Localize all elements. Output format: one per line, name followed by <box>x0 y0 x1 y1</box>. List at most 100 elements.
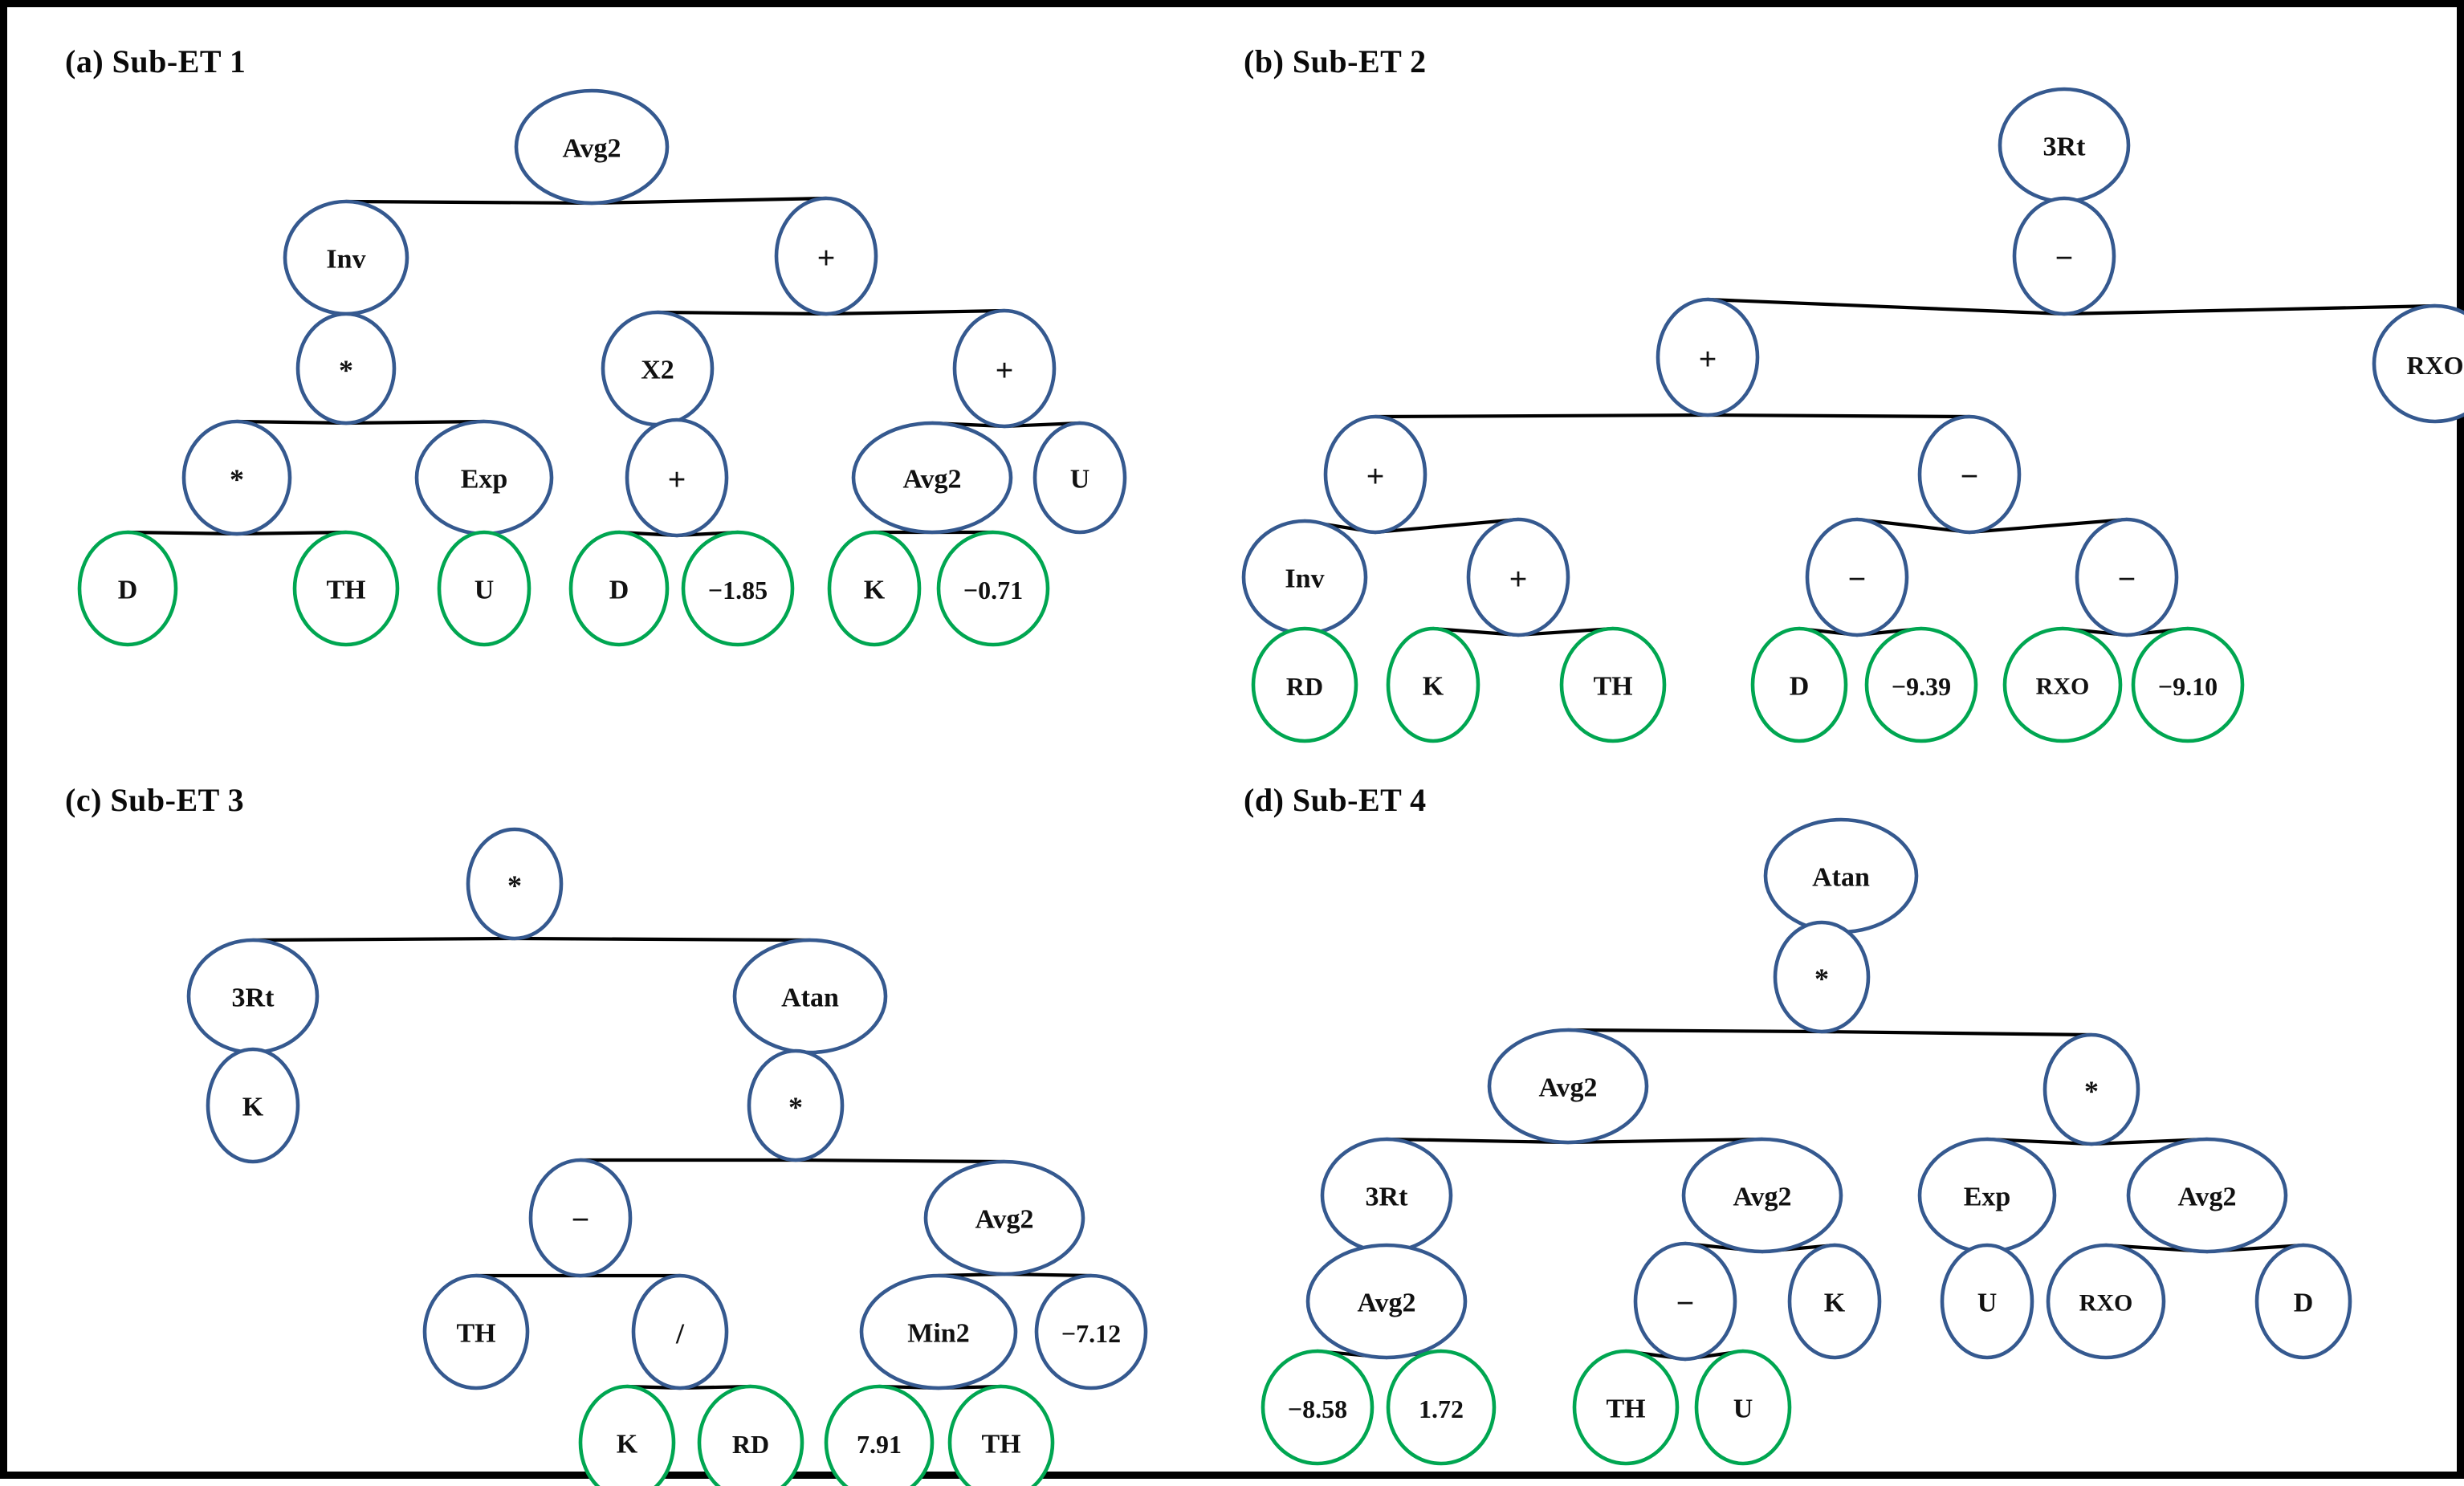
tree-node[interactable]: Atan <box>732 938 888 1055</box>
tree-node[interactable]: Avg2 <box>514 88 670 206</box>
tree-node[interactable]: Exp <box>414 419 554 536</box>
function-node-circle <box>206 1047 300 1164</box>
tree-edge <box>1705 413 1972 419</box>
tree-node[interactable]: −0.71 <box>936 530 1050 647</box>
terminal-node-circle <box>947 1384 1055 1486</box>
tree-node[interactable]: −9.10 <box>2131 626 2245 743</box>
tree-node[interactable]: * <box>181 419 292 536</box>
tree-node[interactable]: 1.72 <box>1386 1349 1497 1466</box>
terminal-node-circle <box>292 530 400 647</box>
tree-node[interactable]: D <box>1750 626 1848 743</box>
tree-edge <box>234 530 348 536</box>
function-node-circle <box>1917 414 2022 535</box>
tree-node[interactable]: U <box>437 530 531 647</box>
tree-node-label: U <box>1733 1394 1753 1424</box>
tree-node[interactable]: * <box>2042 1032 2140 1146</box>
tree-node[interactable]: 3Rt <box>1320 1137 1453 1254</box>
tree-node[interactable]: Atan <box>1763 817 1919 934</box>
tree-node[interactable]: Inv <box>283 199 409 316</box>
tree-node[interactable]: K <box>578 1384 676 1486</box>
tree-node[interactable]: U <box>1032 421 1127 535</box>
tree-node[interactable]: TH <box>422 1273 530 1390</box>
tree-node[interactable]: K <box>827 530 922 647</box>
tree-node[interactable]: −1.85 <box>681 530 795 647</box>
terminal-node-circle <box>681 530 795 647</box>
tree-node[interactable]: TH <box>1572 1349 1680 1466</box>
tree-node[interactable]: Avg2 <box>1681 1137 1843 1254</box>
tree-node[interactable]: D <box>77 530 178 647</box>
tree-node[interactable]: Min2 <box>859 1273 1018 1390</box>
tree-node[interactable]: −7.12 <box>1034 1273 1148 1390</box>
terminal-node-circle <box>827 530 922 647</box>
tree-node[interactable]: + <box>952 308 1057 429</box>
tree-node[interactable]: −8.58 <box>1261 1349 1375 1466</box>
tree-node-label: Atan <box>1812 863 1870 893</box>
tree-node[interactable]: D <box>568 530 670 647</box>
tree-node[interactable]: − <box>2012 196 2116 316</box>
tree-node[interactable]: + <box>1466 517 1570 637</box>
function-node-circle <box>923 1159 1085 1276</box>
tree-node[interactable]: U <box>1694 1349 1792 1466</box>
tree-node[interactable]: − <box>1633 1241 1737 1362</box>
panel-caption-sub-et-1: (a) Sub-ET 1 <box>65 43 246 79</box>
tree-node[interactable]: TH <box>1559 626 1667 743</box>
tree-node[interactable]: X2 <box>601 310 715 427</box>
tree-node[interactable]: − <box>1805 517 1909 637</box>
function-node-circle <box>952 308 1057 429</box>
tree-node[interactable]: TH <box>947 1384 1055 1486</box>
tree-node[interactable]: RD <box>697 1384 804 1486</box>
tree-node[interactable]: + <box>1656 297 1760 417</box>
tree-node[interactable]: Avg2 <box>851 421 1013 535</box>
tree-node[interactable]: U <box>1940 1243 2034 1360</box>
tree-node[interactable]: RD <box>1251 626 1358 743</box>
function-node-circle <box>1787 1243 1882 1360</box>
tree-node[interactable]: TH <box>292 530 400 647</box>
tree-node[interactable]: * <box>295 311 397 425</box>
tree-node[interactable]: − <box>1917 414 2022 535</box>
tree-node[interactable]: Avg2 <box>1305 1243 1468 1360</box>
tree-node[interactable]: K <box>206 1047 300 1164</box>
function-node-circle <box>2126 1137 2288 1254</box>
tree-edge <box>589 196 829 206</box>
tree-node[interactable]: * <box>747 1048 845 1162</box>
tree-node[interactable]: Exp <box>1917 1137 2057 1254</box>
tree-node[interactable]: K <box>1787 1243 1882 1360</box>
tree-node[interactable]: Avg2 <box>1487 1028 1649 1145</box>
tree-node[interactable]: 7.91 <box>824 1384 935 1486</box>
function-node-circle <box>1633 1241 1737 1362</box>
tree-node[interactable]: + <box>625 417 729 538</box>
tree-node[interactable]: RXO <box>2372 303 2464 424</box>
tree-node[interactable]: * <box>466 827 564 941</box>
tree-node[interactable]: RXO <box>2046 1243 2166 1360</box>
tree-node-label: −0.71 <box>963 576 1023 605</box>
function-node-circle <box>1466 517 1570 637</box>
tree-node-label: Avg2 <box>975 1205 1033 1235</box>
function-node-circle <box>1487 1028 1649 1145</box>
tree-node-label: −7.12 <box>1061 1319 1121 1348</box>
function-node-circle <box>1032 421 1127 535</box>
tree-node[interactable]: −9.39 <box>1864 626 1978 743</box>
terminal-node-circle <box>1559 626 1667 743</box>
tree-node[interactable]: * <box>1773 920 1871 1034</box>
tree-node-label: RD <box>1286 672 1323 701</box>
tree-node-label: + <box>817 240 836 276</box>
function-node-circle <box>2254 1243 2352 1360</box>
tree-node[interactable]: + <box>1323 414 1427 535</box>
function-node-circle <box>851 421 1013 535</box>
tree-node[interactable]: + <box>774 196 878 316</box>
tree-edge <box>512 936 813 942</box>
tree-node[interactable]: − <box>2075 517 2179 637</box>
terminal-node-circle <box>1864 626 1978 743</box>
tree-node-label: − <box>1961 458 1979 495</box>
tree-node[interactable]: Avg2 <box>2126 1137 2288 1254</box>
tree-node[interactable]: D <box>2254 1243 2352 1360</box>
tree-node[interactable]: / <box>631 1273 729 1390</box>
tree-node[interactable]: Avg2 <box>923 1159 1085 1276</box>
tree-node-label: D <box>609 576 629 605</box>
tree-node[interactable]: K <box>1386 626 1480 743</box>
tree-node[interactable]: RXO <box>2002 626 2123 743</box>
tree-node[interactable]: − <box>528 1158 633 1278</box>
tree-node-label: RXO <box>2406 351 2463 380</box>
